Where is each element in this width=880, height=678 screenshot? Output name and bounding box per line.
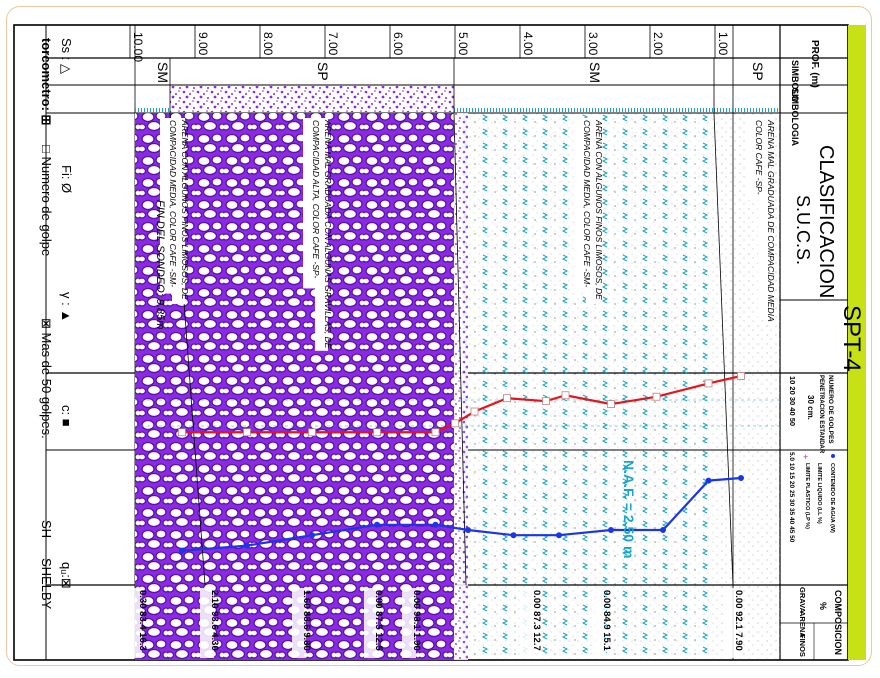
header-gravel: GRAVA bbox=[798, 587, 807, 614]
blows-point bbox=[607, 400, 615, 409]
depth-label: 9.00 bbox=[196, 32, 210, 56]
water-point bbox=[465, 527, 471, 533]
composition-values: 0.00 92.1 7.90 0.00 84.9 15.1 0.00 87.3 12… bbox=[128, 588, 744, 658]
header-composition: COMPOSICION bbox=[833, 590, 843, 655]
page-frame bbox=[6, 6, 872, 666]
strata-symbols: SP SM SP SM bbox=[155, 62, 766, 83]
strata-descriptions: ARENA MAL GRADUADA DE COMPACIDAD MEDIACO… bbox=[160, 118, 776, 351]
blows-point bbox=[373, 428, 381, 437]
water-point bbox=[432, 521, 439, 528]
blows-point bbox=[503, 394, 511, 403]
accent-bar bbox=[848, 25, 866, 660]
blows-line bbox=[182, 374, 742, 434]
strata-symbol: SP bbox=[315, 62, 331, 81]
header-symbology: SIMBOLOGIA bbox=[790, 88, 800, 146]
water-point bbox=[608, 527, 614, 533]
header-blows-title: NUMERO DE GOLPES bbox=[827, 375, 834, 444]
header-sucs: S.U.C.S. bbox=[793, 195, 813, 265]
header-blows-unit: 30 cm. bbox=[806, 395, 815, 420]
composition-value: 0.30 83.4 16.3 bbox=[137, 590, 148, 651]
water-point bbox=[556, 532, 562, 539]
blows-point bbox=[470, 407, 479, 416]
header-fines: FINOS bbox=[798, 634, 807, 657]
blows-point bbox=[561, 391, 570, 400]
composition-value: 0.00 98.1 1.90 bbox=[411, 590, 422, 651]
water-point bbox=[660, 527, 666, 533]
composition-value: 1.60 88.6 9.80 bbox=[301, 590, 312, 651]
water-point bbox=[244, 542, 250, 549]
strata-description: COLOR CAFE -SP- bbox=[754, 120, 764, 195]
legend-ll: LIMITE LIQUIDO (LL %) bbox=[816, 463, 822, 524]
strata-description: ARENA CON ALGUNOS FINOS LIMOSOS, DE bbox=[594, 119, 604, 300]
water-content-line bbox=[181, 476, 742, 552]
strata-description: COMPACIDAD ALTA, COLOR CAFE -SP- bbox=[311, 120, 321, 279]
depth-label: 3.00 bbox=[586, 32, 600, 56]
blows-point bbox=[542, 397, 550, 406]
strata-symbol: SP bbox=[750, 62, 766, 81]
water-point bbox=[738, 475, 744, 481]
blows-point bbox=[451, 419, 459, 428]
strata-description: ARENA MAL GRADUADA DE COMPACIDAD MEDIA bbox=[766, 119, 776, 322]
legend-golpe: □ Numero de golpe bbox=[39, 145, 54, 256]
strata-description: COMPACIDAD MEDIA, COLOR CAFE -SM- bbox=[582, 120, 592, 287]
legend-mas50: ⊠ Mas de 50 golpes. bbox=[39, 318, 54, 439]
blows-point bbox=[243, 428, 251, 437]
symbology-gravel bbox=[170, 86, 454, 112]
depth-label: 10.00 bbox=[131, 32, 145, 62]
legend-qu: qᵤ:⊠ bbox=[59, 562, 74, 589]
water-table-label: N.A.F. = 2.50 m bbox=[621, 460, 637, 558]
header-classification: CLASIFICACION bbox=[815, 145, 837, 298]
legend-shelby: SHELBY bbox=[39, 558, 54, 610]
blows-point bbox=[431, 428, 440, 437]
depth-label: 4.00 bbox=[521, 32, 535, 56]
blows-point bbox=[652, 392, 661, 401]
blows-point bbox=[178, 428, 186, 437]
water-point bbox=[309, 532, 315, 539]
header-depth: PROF. (m) bbox=[809, 40, 820, 88]
legend-c: c: ■ bbox=[59, 405, 74, 427]
page-title: SPT-4 bbox=[838, 305, 865, 372]
composition-value: 0.00 84.9 15.1 bbox=[601, 590, 612, 651]
depth-label: 1.00 bbox=[716, 32, 730, 56]
legend-torcometro: torcometro: ⊞ bbox=[39, 38, 54, 125]
spt-chart bbox=[178, 372, 745, 554]
depth-scale: 1.00 2.00 3.00 4.00 5.00 6.00 7.00 8.00 9.00 10.0… bbox=[129, 25, 730, 62]
strata-symbol: SM bbox=[155, 62, 171, 83]
strata-description: ARENA CON ALGUNOS FINOS LIMOSOS, DE bbox=[180, 119, 190, 300]
strata-description: COMPACIDAD MEDIA, COLOR CAFE -SM- bbox=[168, 120, 178, 287]
header-sand: ARENA bbox=[798, 611, 807, 638]
blows-point bbox=[737, 372, 745, 380]
depth-label: 6.00 bbox=[391, 32, 405, 56]
end-note: FIN DEL SONDEO: 9.85m bbox=[154, 200, 166, 329]
legend-fi: Fi: Ø bbox=[59, 165, 74, 193]
header-blows-ticks: 10 20 30 40 50 bbox=[788, 376, 797, 426]
depth-label: 2.00 bbox=[651, 32, 665, 56]
legend-sh: SH bbox=[39, 520, 54, 538]
legend-ss: Ss : △ bbox=[59, 38, 74, 74]
depth-label: 5.00 bbox=[456, 32, 470, 56]
strata-symbol: SM bbox=[587, 62, 603, 83]
depth-label: 7.00 bbox=[326, 32, 340, 56]
svg-text:+: + bbox=[803, 452, 808, 462]
header-symbol: SIMBOLO bbox=[790, 60, 800, 102]
legend-lp: LIMITE PLASTICO (LP %) bbox=[804, 463, 810, 529]
water-point bbox=[179, 547, 185, 554]
depth-label: 8.00 bbox=[261, 32, 275, 56]
legend-water: CONTENIDO DE AGUA (W) bbox=[829, 463, 835, 533]
composition-value: 0.00 92.1 7.90 bbox=[733, 590, 744, 651]
water-point bbox=[374, 521, 380, 528]
strata-description: ARENA MAL GRADUADA CON ALGUNAS GRAVILLAS… bbox=[323, 119, 333, 349]
header-limits-ticks: 5.0 10 15 20 25 30 35 40 45 50 bbox=[788, 452, 795, 543]
legend-gamma: γ : ▲ bbox=[59, 292, 74, 322]
blows-point bbox=[704, 379, 713, 388]
header-percent: % bbox=[818, 602, 828, 610]
composition-value: 2.10 93.6 4.30 bbox=[209, 590, 220, 651]
composition-value: 0.00 87.5 12.5 bbox=[373, 590, 384, 651]
water-point bbox=[705, 477, 712, 484]
water-point bbox=[510, 532, 517, 539]
header-blows-sub: PENETRACION ESTANDAR bbox=[818, 375, 824, 454]
composition-value: 0.00 87.3 12.7 bbox=[531, 590, 542, 651]
blows-point bbox=[308, 428, 316, 437]
